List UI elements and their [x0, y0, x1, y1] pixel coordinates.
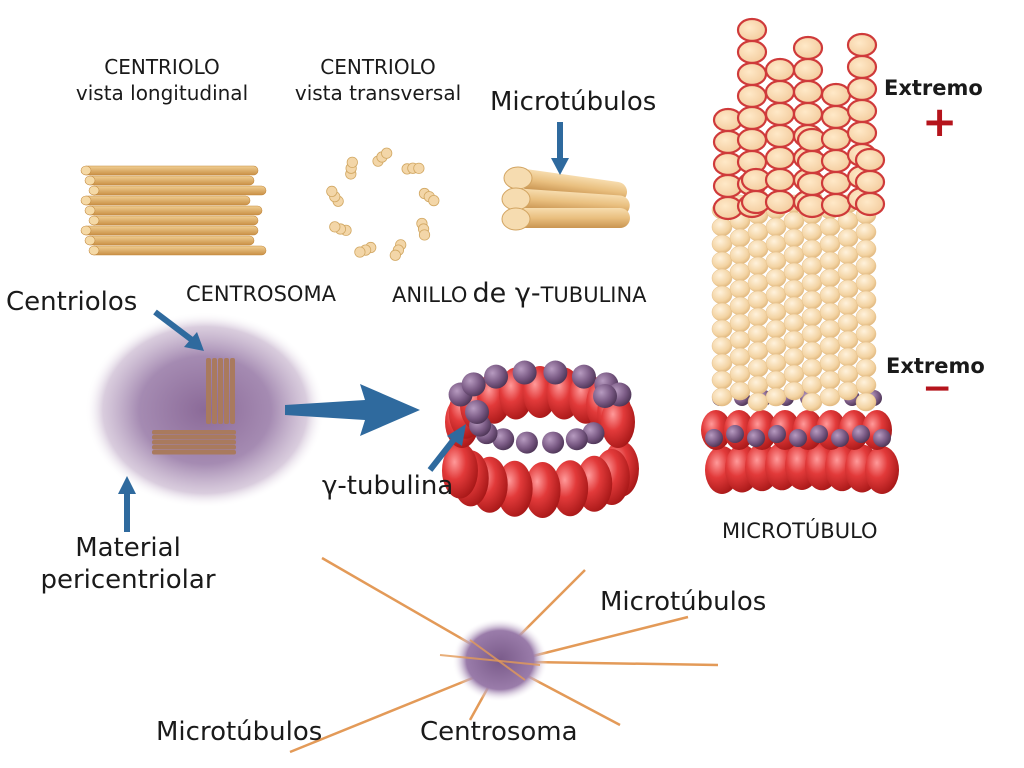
- plus-sign-icon: +: [922, 97, 958, 146]
- microtubulos-top-label: Microtúbulos: [490, 87, 657, 117]
- centrosoma-bottom-label: Centrosoma: [420, 717, 578, 747]
- arrow-icon: [427, 424, 466, 472]
- centrosoma-caps-label: CENTROSOMA: [186, 282, 336, 306]
- astral-microtubules: [289, 556, 719, 754]
- gamma-tubulin-ring: [441, 360, 639, 518]
- arrow-icon: [285, 384, 420, 436]
- microtubule-cylinder: [701, 17, 899, 494]
- microtubulos-bottom-label: Microtúbulos: [156, 717, 323, 747]
- gamma-tubulina-label: γ-tubulina: [322, 471, 454, 501]
- anillo-gamma-tubulina-label: ANILLO de γ-TUBULINA: [392, 278, 647, 309]
- centrosome-cloud: [85, 312, 325, 508]
- centriolo-longitudinal-title: CENTRIOLO: [104, 55, 220, 79]
- extremo-plus-label: Extremo: [884, 76, 983, 100]
- microtubule-bundle: [501, 166, 630, 231]
- centriole-transverse-view: [326, 147, 440, 261]
- microtubulos-right-label: Microtúbulos: [600, 587, 767, 617]
- microtubulo-caps-label: MICROTÚBULO: [722, 519, 878, 543]
- centriolos-label: Centriolos: [6, 287, 138, 317]
- centriole-longitudinal-view: [80, 165, 267, 256]
- arrow-icon: [118, 476, 136, 532]
- centriolo-transversal-subtitle: vista transversal: [294, 81, 462, 105]
- de-gamma-word: de γ-: [472, 278, 541, 309]
- material-pericentriolar-line2: pericentriolar: [40, 565, 216, 595]
- minus-sign-icon: −: [922, 368, 953, 409]
- arrow-icon: [551, 122, 569, 175]
- extremo-minus-label: Extremo: [886, 354, 985, 378]
- centriolo-transversal-title: CENTRIOLO: [320, 55, 436, 79]
- material-pericentriolar-line1: Material: [75, 533, 181, 563]
- anillo-word: ANILLO: [392, 283, 468, 307]
- centriolo-longitudinal-subtitle: vista longitudinal: [75, 81, 249, 105]
- tubulina-word: TUBULINA: [540, 283, 647, 307]
- arrow-icon: [153, 309, 204, 351]
